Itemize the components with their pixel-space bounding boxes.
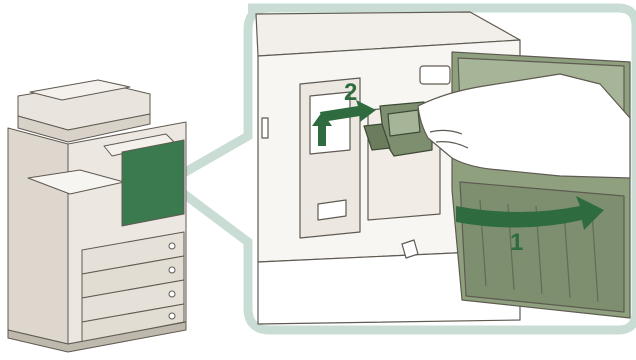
- step-1-label: 1: [510, 229, 523, 256]
- printer-overview: [8, 80, 186, 352]
- highlighted-cover: [122, 140, 184, 226]
- printer-side: [8, 128, 68, 344]
- step-2-label: 2: [344, 79, 357, 106]
